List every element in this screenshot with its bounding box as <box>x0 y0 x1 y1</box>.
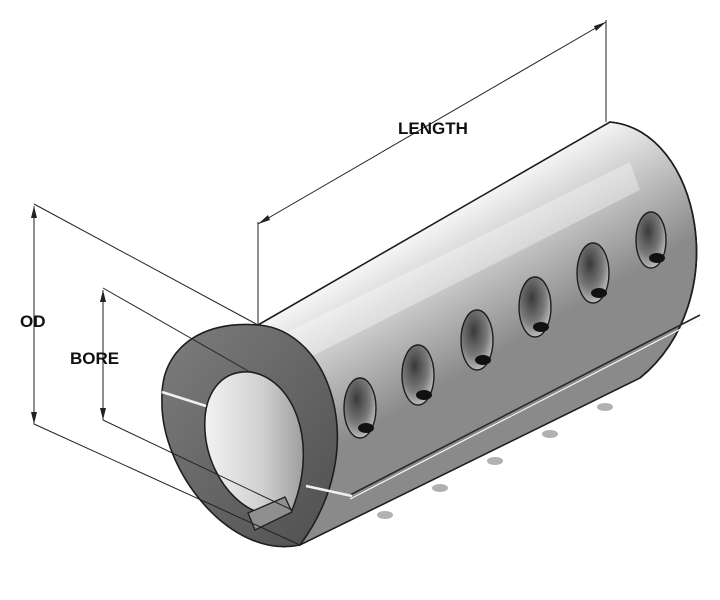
bore-dimension: BORE <box>70 287 293 511</box>
lower-holes <box>377 403 613 519</box>
split-line-highlight <box>349 318 701 500</box>
screw-hole <box>401 344 435 406</box>
screw-hole <box>518 276 552 338</box>
od-label: OD <box>20 312 46 331</box>
far-end-edge <box>609 121 698 379</box>
length-label: LENGTH <box>398 119 468 138</box>
body-highlight <box>262 162 640 375</box>
bore-label: BORE <box>70 349 119 368</box>
bore <box>204 371 304 516</box>
face-split-line-lower <box>305 484 353 498</box>
od-dimension: OD <box>20 203 301 546</box>
length-dimension: LENGTH <box>257 20 607 325</box>
screw-hole <box>343 377 377 439</box>
screw-hole <box>460 309 494 371</box>
split-line <box>349 314 701 496</box>
face-split-line <box>161 390 207 408</box>
screw-hole <box>576 242 610 304</box>
screw-holes <box>343 211 667 439</box>
screw-hole <box>635 211 667 269</box>
